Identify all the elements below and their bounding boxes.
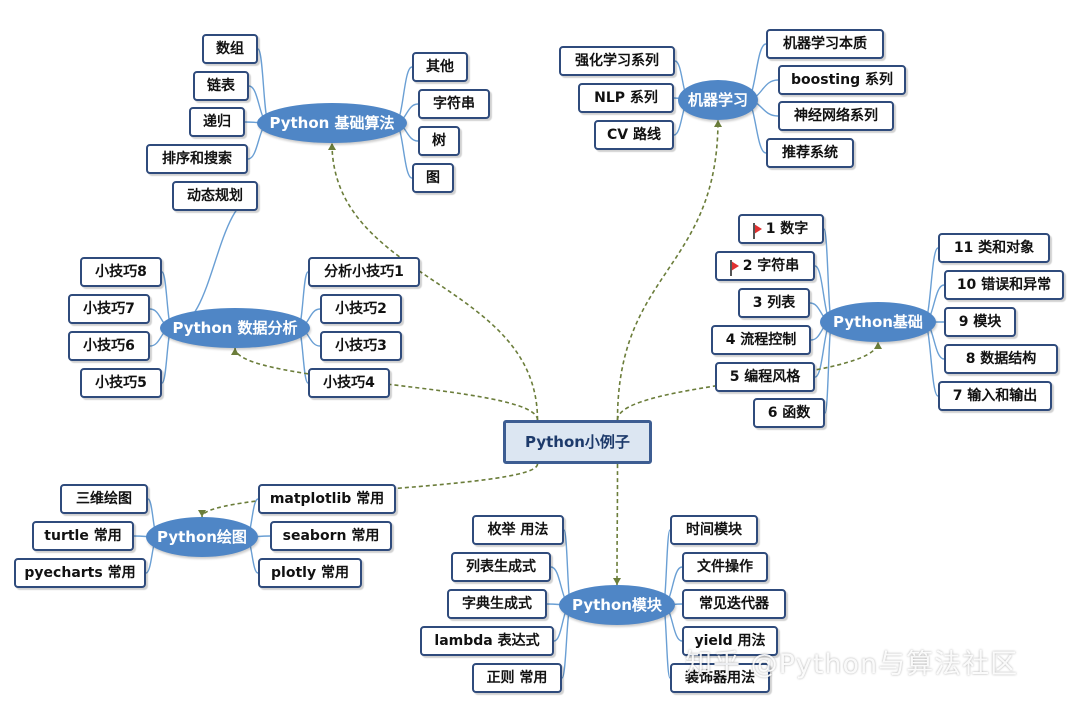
node-other[interactable]: 其他	[412, 52, 468, 82]
node-numbers-label: 1 数字	[765, 221, 809, 237]
node-tip-6[interactable]: 小技巧6	[68, 331, 150, 361]
node-lambda[interactable]: lambda 表达式	[420, 626, 554, 656]
node-cv-roadmap[interactable]: CV 路线	[594, 120, 674, 150]
node-regex[interactable]: 正则 常用	[472, 663, 562, 693]
node-coding-style[interactable]: 5 编程风格	[715, 362, 815, 392]
node-reinforcement-learning[interactable]: 强化学习系列	[559, 46, 675, 76]
node-array[interactable]: 数组	[202, 34, 258, 64]
node-strings[interactable]: 2 字符串	[715, 251, 815, 281]
node-graph[interactable]: 图	[412, 163, 454, 193]
arrow-head	[613, 578, 621, 585]
red-flag-icon	[729, 260, 739, 276]
root-link	[616, 119, 719, 421]
node-tip-7[interactable]: 小技巧7	[68, 294, 150, 324]
arrow-head	[874, 342, 882, 349]
node-sort-search[interactable]: 排序和搜索	[146, 144, 248, 174]
node-dynamic-programming[interactable]: 动态规划	[172, 181, 258, 211]
node-tip-5[interactable]: 小技巧5	[80, 368, 162, 398]
node-ml-essence[interactable]: 机器学习本质	[766, 29, 884, 59]
node-3d-plotting[interactable]: 三维绘图	[60, 484, 148, 514]
node-errors-exceptions[interactable]: 10 错误和异常	[944, 270, 1064, 300]
node-time-module[interactable]: 时间模块	[670, 515, 758, 545]
node-pyecharts[interactable]: pyecharts 常用	[14, 558, 146, 588]
root-link	[616, 463, 619, 586]
red-flag-icon	[752, 223, 762, 239]
hub-python-modules[interactable]: Python模块	[559, 585, 675, 625]
hub-python-algorithms[interactable]: Python 基础算法	[257, 103, 407, 143]
hub-python-basics[interactable]: Python基础	[820, 302, 936, 342]
node-neural-network-series[interactable]: 神经网络系列	[778, 101, 894, 131]
node-modules[interactable]: 9 模块	[944, 307, 1016, 337]
arrow-head	[328, 143, 336, 150]
node-seaborn[interactable]: seaborn 常用	[270, 521, 392, 551]
node-linked-list[interactable]: 链表	[193, 71, 249, 101]
node-enum-usage[interactable]: 枚举 用法	[472, 515, 564, 545]
root-link	[201, 463, 539, 518]
hub-data-analysis[interactable]: Python 数据分析	[160, 308, 310, 348]
node-data-structures[interactable]: 8 数据结构	[944, 344, 1058, 374]
node-functions[interactable]: 6 函数	[753, 398, 825, 428]
node-classes-objects[interactable]: 11 类和对象	[938, 233, 1050, 263]
hub-python-plotting[interactable]: Python绘图	[146, 517, 258, 557]
node-flow-control[interactable]: 4 流程控制	[711, 325, 811, 355]
node-numbers[interactable]: 1 数字	[738, 214, 824, 244]
node-tip-4[interactable]: 小技巧4	[308, 368, 390, 398]
node-recursion[interactable]: 递归	[189, 107, 245, 137]
node-matplotlib[interactable]: matplotlib 常用	[258, 484, 396, 514]
node-tip-2[interactable]: 小技巧2	[320, 294, 402, 324]
watermark: 知乎 @Python与算法社区	[685, 649, 1019, 680]
node-strings-label: 2 字符串	[742, 258, 800, 274]
root-node[interactable]: Python小例子	[503, 420, 652, 464]
node-analysis-tip-1[interactable]: 分析小技巧1	[308, 257, 420, 287]
root-link	[234, 347, 539, 421]
node-file-operations[interactable]: 文件操作	[682, 552, 768, 582]
node-input-output[interactable]: 7 输入和输出	[938, 381, 1052, 411]
node-common-iterators[interactable]: 常见迭代器	[682, 589, 786, 619]
node-yield-usage[interactable]: yield 用法	[682, 626, 778, 656]
node-list-comprehension[interactable]: 列表生成式	[451, 552, 551, 582]
node-nlp-series[interactable]: NLP 系列	[578, 83, 674, 113]
node-tip-8[interactable]: 小技巧8	[80, 257, 162, 287]
hub-machine-learning[interactable]: 机器学习	[678, 80, 758, 120]
arrow-head	[231, 348, 239, 355]
node-lists[interactable]: 3 列表	[738, 288, 810, 318]
node-plotly[interactable]: plotly 常用	[258, 558, 362, 588]
node-dict-comprehension[interactable]: 字典生成式	[447, 589, 547, 619]
node-tip-3[interactable]: 小技巧3	[320, 331, 402, 361]
node-boosting-series[interactable]: boosting 系列	[778, 65, 906, 95]
node-recommender-system[interactable]: 推荐系统	[766, 138, 854, 168]
arrow-head	[198, 510, 206, 517]
arrow-head	[714, 120, 722, 127]
node-string[interactable]: 字符串	[418, 89, 490, 119]
node-turtle[interactable]: turtle 常用	[32, 521, 134, 551]
node-tree[interactable]: 树	[418, 126, 460, 156]
node-decorator-usage[interactable]: 装饰器用法	[670, 663, 770, 693]
root-link	[331, 142, 539, 421]
